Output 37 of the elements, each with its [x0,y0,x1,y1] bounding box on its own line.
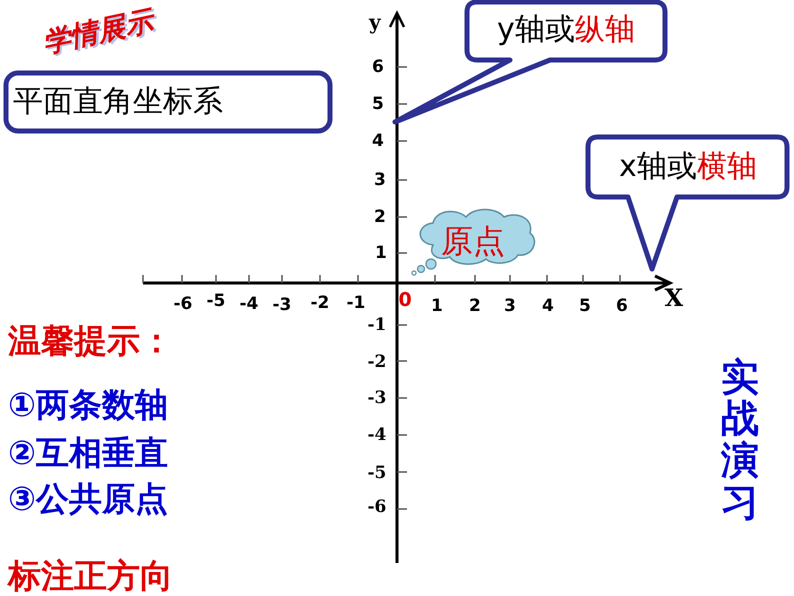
tick-label: -2 [310,294,330,312]
tick-label: 3 [374,172,386,188]
note-item: ①两条数轴 [8,388,168,420]
tick-label: -2 [368,354,386,370]
tick-label: -1 [346,294,366,312]
callout-bubble: x轴或横轴 [585,134,792,274]
tick-label: -1 [368,316,386,334]
tick-label: 5 [579,298,591,314]
tick-label: 5 [372,96,384,112]
note-heading: 温馨提示： [8,324,173,356]
tick-label: 1 [431,298,443,314]
vertical-note: 实战演习 [720,356,760,524]
tick-label: 1 [375,244,387,262]
tick-label: 6 [372,58,384,76]
tick-label: 2 [374,208,386,226]
tick-label: 6 [616,298,628,314]
note-text: 标注正方向 [8,558,173,592]
axis-label: y [369,12,381,32]
tick-label: -5 [206,292,226,310]
tick-label: 4 [542,298,554,314]
note-item: ②互相垂直 [8,436,168,468]
note-item: ③公共原点 [8,482,168,514]
tick-label: -4 [240,296,258,312]
title-box: 平面直角坐标系 [3,70,333,134]
tick-label: 2 [469,298,481,314]
callout-bubble: y轴或纵轴 [390,0,670,125]
tick-label: 4 [372,132,384,150]
tick-label: 3 [504,298,516,314]
tick-label: -4 [368,426,386,444]
tick-label: -6 [368,498,386,516]
tick-label: -3 [368,390,386,406]
tick-label: -5 [368,464,386,482]
origin-label: 0 [398,290,412,310]
tick-label: -3 [272,296,292,314]
axis-label: X [664,286,684,310]
tick-label: -6 [174,296,192,312]
title: 学情展示 [40,6,156,58]
